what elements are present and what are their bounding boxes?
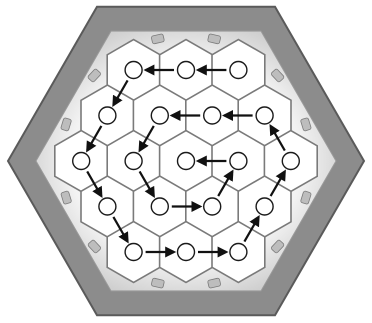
cell-node bbox=[125, 244, 142, 261]
cell-node bbox=[230, 244, 247, 261]
cell-node bbox=[256, 107, 273, 124]
cell-node bbox=[204, 107, 221, 124]
cell-node bbox=[230, 153, 247, 170]
cell-node bbox=[256, 198, 273, 215]
cell-node bbox=[125, 153, 142, 170]
cell-node bbox=[178, 62, 195, 79]
cell-node bbox=[204, 198, 221, 215]
cell-node bbox=[99, 107, 116, 124]
cell-node bbox=[99, 198, 116, 215]
cell-node bbox=[230, 62, 247, 79]
cell-node bbox=[151, 107, 168, 124]
cell-node bbox=[73, 153, 90, 170]
cell-node bbox=[151, 198, 168, 215]
cell-node bbox=[125, 62, 142, 79]
cell-node bbox=[282, 153, 299, 170]
cell-node bbox=[178, 244, 195, 261]
cell-node bbox=[178, 153, 195, 170]
